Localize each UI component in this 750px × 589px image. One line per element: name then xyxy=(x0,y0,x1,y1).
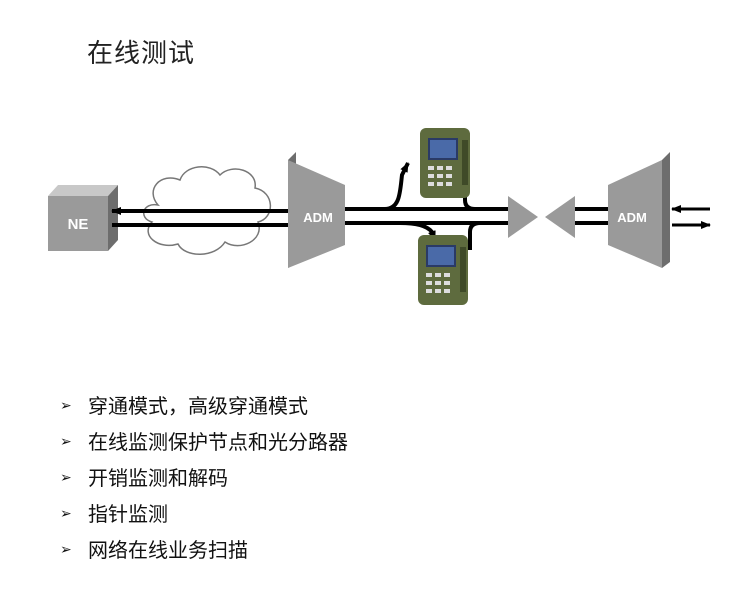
adm-left-label: ADM xyxy=(303,210,333,225)
list-item: ➢网络在线业务扫描 xyxy=(60,532,348,568)
network-diagram: NE ADM xyxy=(48,128,711,305)
bullet-arrow-icon: ➢ xyxy=(60,542,72,558)
handheld-tester-top-icon xyxy=(420,128,470,198)
tap-down xyxy=(399,221,437,241)
adm-right: ADM xyxy=(608,152,670,268)
bullet-arrow-icon: ➢ xyxy=(60,434,72,450)
bullet-arrow-icon: ➢ xyxy=(60,470,72,486)
tap-up-return xyxy=(463,180,476,211)
ne-label: NE xyxy=(68,216,89,233)
page-title: 在线测试 xyxy=(87,39,196,69)
list-item: ➢在线监测保护节点和光分路器 xyxy=(60,424,348,460)
tap-down-return xyxy=(468,221,481,250)
tap-up xyxy=(384,162,410,211)
ne-box: NE xyxy=(48,185,118,251)
list-item: ➢指针监测 xyxy=(60,496,348,532)
bullet-arrow-icon: ➢ xyxy=(60,398,72,414)
amplifier-right-icon xyxy=(508,196,538,238)
adm-left: ADM xyxy=(288,152,345,268)
feature-list: ➢穿通模式，高级穿通模式 ➢在线监测保护节点和光分路器 ➢开销监测和解码 ➢指针… xyxy=(60,388,348,568)
amplifier-left-icon xyxy=(545,196,575,238)
handheld-tester-bottom-icon xyxy=(418,235,468,305)
list-item: ➢开销监测和解码 xyxy=(60,460,348,496)
adm-right-label: ADM xyxy=(617,210,647,225)
list-item: ➢穿通模式，高级穿通模式 xyxy=(60,388,348,424)
bullet-arrow-icon: ➢ xyxy=(60,506,72,522)
